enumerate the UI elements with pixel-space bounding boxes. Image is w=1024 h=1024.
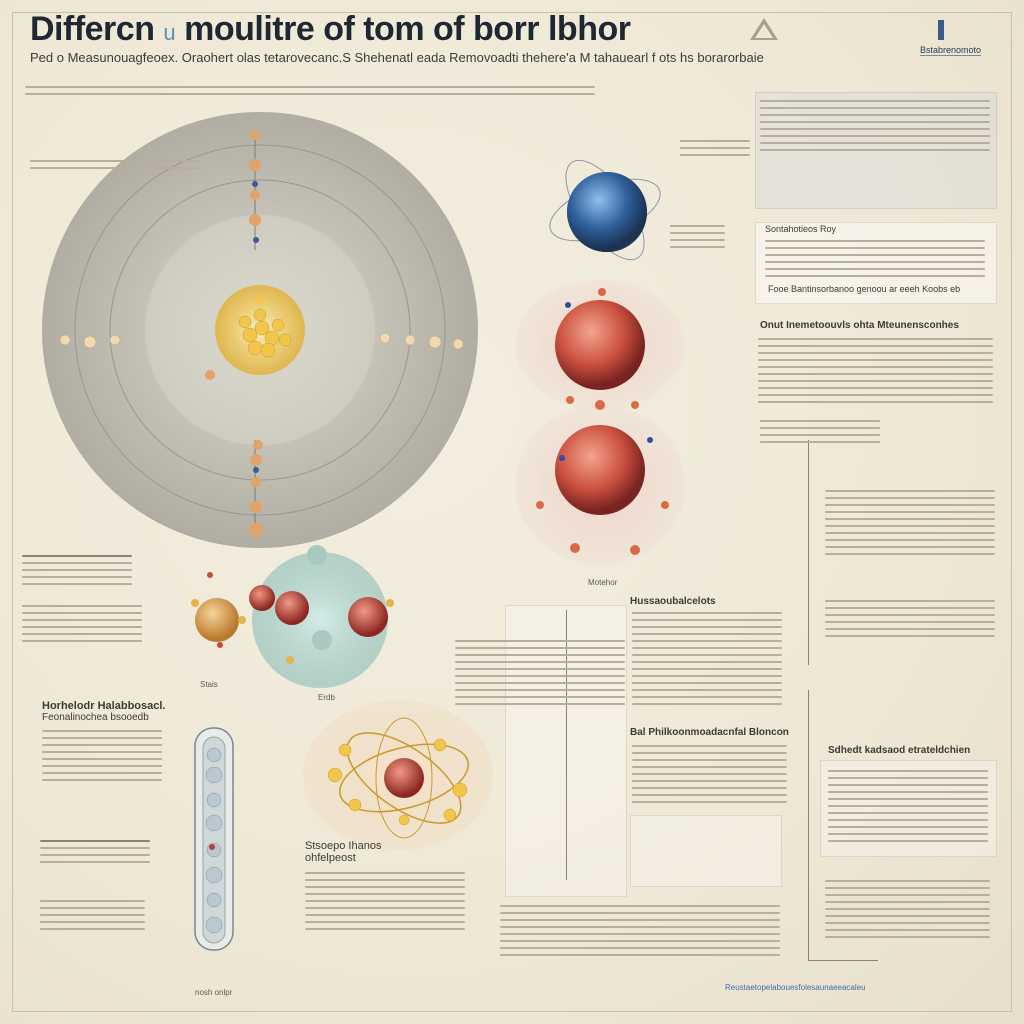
center-caption: Motehor [588, 578, 618, 587]
top-right-panel-2 [755, 222, 997, 304]
center-heading: Hussaoubalcelots [630, 596, 716, 607]
lower-left-text-block-3 [40, 900, 145, 935]
vertical-tube-diagram [194, 727, 234, 951]
blue-atom-label-block-2 [670, 225, 725, 253]
brand-label: Bstabrenomoto [920, 45, 982, 56]
mixed-molecule-diagram [191, 545, 394, 688]
right-lower-heading: Sdhedt kadsaod etrateldchien [828, 745, 971, 756]
right-divider-2 [808, 690, 809, 960]
top-right-panel-heading: Sontahotieos Roy [765, 224, 837, 234]
warning-triangle-icon [750, 18, 778, 40]
lower-left-text-block-2 [40, 840, 150, 868]
left-text-block-3 [22, 605, 142, 647]
lower-left-heading: Horhelodr Halabbosacl. [42, 700, 166, 712]
large-atom-diagram [42, 112, 478, 548]
left-mid-caption: Stais [200, 680, 218, 689]
right-divider-foot [808, 960, 878, 961]
blue-atom-diagram [549, 159, 661, 261]
brand-mark-icon [938, 20, 944, 40]
right-text-block-4 [825, 600, 995, 642]
mid-right-text-block [758, 338, 993, 408]
center-data-box [630, 815, 782, 887]
intro-text-block [25, 86, 595, 100]
right-divider [808, 440, 809, 665]
left-text-block-2 [22, 555, 132, 590]
lower-center-text-block [305, 872, 465, 935]
gold-atom-diagram [303, 700, 493, 850]
lower-center-heading: Stsoepo Ihanos [305, 840, 382, 852]
page-subtitle: Ped o Measunouagfeoex. Oraohert olas tet… [30, 50, 764, 65]
blue-atom-label-block [680, 140, 750, 161]
bottom-right-caption: Reustaetopelabouesfolesaunaeeacaleu [725, 983, 866, 992]
right-text-block-2 [760, 420, 880, 448]
top-right-panel-text [765, 240, 985, 282]
left-text-block-1 [30, 160, 200, 174]
center-heading-2: Bal Philkoonmoadacnfal Bloncon [630, 727, 789, 738]
top-right-text-block [760, 100, 990, 156]
right-bottom-text-block [825, 880, 990, 943]
right-lower-text-block [828, 770, 988, 847]
right-text-block-3 [825, 490, 995, 560]
bottom-center-text-block [500, 905, 780, 961]
poster-frame [12, 12, 1012, 1012]
page-title: Differcn u moulitre of tom of borr lbhor [30, 10, 631, 48]
bottom-caption: nosh onlpr [195, 988, 233, 997]
left-mid-caption-2: Erdb [318, 693, 335, 702]
mid-right-heading: Onut Inemetoouvls ohta Mteunensconhes [760, 320, 959, 331]
center-right-text-block-2 [632, 745, 787, 808]
red-atom-diagrams [515, 280, 685, 565]
lower-center-subheading: ohfelpeost [305, 852, 356, 864]
mid-right-subheading: Fooe Bantinsorbanoo genoou ar eeeh Koobs… [768, 284, 961, 294]
center-divider [566, 610, 567, 880]
lower-left-text-block [42, 730, 162, 786]
center-right-text-block [632, 612, 782, 710]
lower-left-subheading: Feonalinochea bsooedb [42, 712, 149, 723]
center-text-block [455, 640, 625, 710]
